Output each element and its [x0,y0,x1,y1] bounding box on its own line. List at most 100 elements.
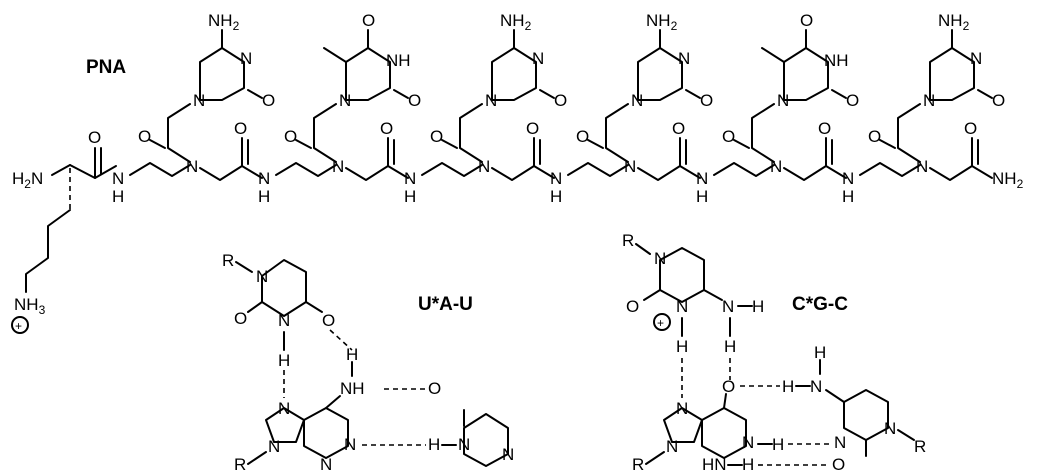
positive-charge-symbol [653,313,671,331]
r-bond [235,261,253,273]
atom-h: H [782,377,794,396]
carbonyl-double-bond [305,301,323,313]
backbone-chain [971,165,993,179]
atom-h: H [742,455,754,472]
backbone-chain [199,137,243,181]
guanine-imidazole-ring [663,407,703,443]
atom-o: O [868,127,881,146]
cytosine-ring [659,247,705,303]
atom-h-amide: H [404,187,416,206]
nucleobase-thymine-2: O N NH O O [722,11,859,163]
atom-n-ring: N [884,419,896,438]
atom-h: H [752,297,764,316]
atom-o: O [626,297,639,316]
atom-h-amide: H [550,187,562,206]
carbonyl-double-bond [723,393,727,409]
backbone-bond [69,147,96,179]
atom-o: O [846,91,859,110]
backbone-chain [679,165,701,179]
atom-n-amide: N [550,169,562,188]
atom-h: H [772,435,784,454]
atom-o: O [234,309,247,328]
atom-n-amide: N [258,169,270,188]
acyl-arm [459,103,483,163]
atom-h-amide: H [842,187,854,206]
carbonyl-double-bond [831,89,847,99]
pyrimidine-ring [345,47,391,101]
backbone-chain [713,162,775,177]
positive-charge-symbol [11,316,29,334]
guanine-pyrimidine-ring [701,407,747,459]
backbone-chain [783,137,827,181]
atom-o: O [722,377,735,396]
atom-n-ring: N [278,311,290,330]
atom-o: O [322,311,335,330]
atom-o: O [430,127,443,146]
atom-r: R [914,437,926,456]
backbone-chain [533,165,555,179]
atom-o: O [138,127,151,146]
atom-n-ring: N [268,437,280,456]
backbone-chain [275,162,337,177]
atom-n-ring: N [256,267,268,286]
atom-h-amide: H [258,187,270,206]
acyl-arm [897,103,921,163]
backbone-chain [567,162,629,177]
atom-o: O [700,91,713,110]
pna-backbone: H2N O N H NH3 + N O N H N O N H N [11,119,1024,334]
backbone-chain [421,162,483,177]
atom-n-ring: N [458,435,470,454]
lysine-side-chain [25,209,71,293]
atom-n-ring: N [777,91,789,110]
label-u-a-u: U*A-U [418,294,473,315]
pyrimidine-ring [491,47,537,101]
r-bond [247,451,267,465]
atom-r: R [632,455,644,472]
backbone-chain [129,162,191,177]
pyrimidine-ring [929,47,975,101]
acyl-arm [605,103,629,163]
atom-nh2: NH2 [646,11,678,33]
atom-nh-ring: NH [386,51,411,70]
atom-n-ring: N [666,437,678,456]
acyl-arm [167,103,191,163]
uracil-ring [261,259,307,317]
backbone-chain [859,162,921,177]
backbone-chain [825,165,847,179]
carbonyl-double-bond [685,89,701,99]
atom-nh3-terminal: NH3 [14,295,46,317]
atom-o: O [428,379,441,398]
backbone-bond [51,164,71,176]
atom-nh-ring: NH [824,51,849,70]
atom-nh2: NH2 [208,11,240,33]
atom-o: O [554,91,567,110]
atom-h: H [814,343,826,362]
charge-plus: + [15,319,22,333]
atom-h: H [428,435,440,454]
carbonyl-double-bond [295,139,312,149]
carbonyl-double-bond [977,89,993,99]
atom-h2n-terminal: H2N [12,169,43,191]
atom-nh2: NH2 [500,11,532,33]
atom-n-amide: N [112,169,124,188]
atom-o: O [576,127,589,146]
atom-n-amide: N [842,169,854,188]
r-bond [645,451,665,465]
backbone-chain [637,137,681,181]
backbone-chain [929,137,973,181]
nucleobase-cytosine-3: O N N O NH2 [576,11,713,163]
atom-h: H [346,345,358,364]
methyl-bond [323,47,347,63]
triplet-c-g-c: R N N O + N H H H N N R O N HN H H [622,231,926,472]
atom-n-ring: N [193,91,205,110]
atom-o: O [284,127,297,146]
atom-nh2-terminal: NH2 [992,169,1024,191]
atom-o: O [234,119,247,138]
atom-o: O [964,119,977,138]
charge-plus: + [657,316,664,330]
backbone-chain [491,137,535,181]
nucleobase-thymine-1: O N NH O O [284,11,421,163]
nucleobase-cytosine-1: O N N O NH2 [138,11,275,163]
atom-o: O [672,119,685,138]
